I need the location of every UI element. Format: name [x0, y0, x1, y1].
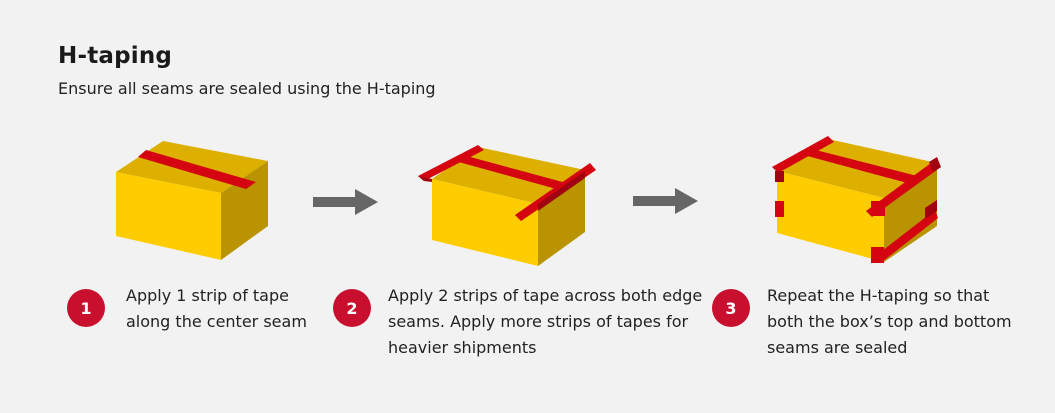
edge-tape-left-overhang — [418, 176, 432, 182]
edge-tape-bottom-back — [925, 200, 937, 219]
step-line: seams are sealed — [767, 338, 908, 357]
arrow-2 — [633, 188, 698, 214]
corner-tape-front-left-bottom — [775, 201, 784, 217]
box-step-1 — [116, 141, 268, 260]
step-line: heavier shipments — [388, 338, 537, 357]
arrow-1 — [313, 189, 378, 215]
page-title: H-taping — [58, 43, 173, 69]
corner-tape-back-right-top — [929, 157, 941, 172]
box-front — [777, 171, 884, 262]
box-side — [884, 163, 937, 262]
center-tape — [455, 155, 570, 190]
edge-tape-bottom-right — [878, 210, 938, 262]
step-description: Repeat the H-taping so that both the box… — [767, 283, 1027, 361]
center-tape — [138, 150, 256, 189]
step-line: Apply 1 strip of tape — [126, 286, 289, 305]
box-front — [432, 179, 538, 266]
corner-tape-front-right-top — [871, 201, 885, 216]
step-number-badge: 3 — [712, 289, 750, 327]
step-line: both the box’s top and bottom — [767, 312, 1012, 331]
box-front — [116, 172, 221, 260]
box-side — [538, 170, 585, 266]
corner-tape-front-left-top — [775, 171, 784, 182]
box-step-3 — [772, 136, 941, 263]
center-tape — [800, 148, 921, 184]
edge-tape-right-overhang — [538, 171, 585, 211]
step-description: Apply 2 strips of tape across both edge … — [388, 283, 708, 361]
box-step-2 — [418, 145, 596, 266]
step-number-badge: 1 — [67, 289, 105, 327]
box-side — [221, 161, 268, 260]
step-description: Apply 1 strip of tape along the center s… — [126, 283, 346, 335]
edge-tape-left — [418, 145, 484, 181]
step-line: seams. Apply more strips of tapes for — [388, 312, 689, 331]
step-line: Repeat the H-taping so that — [767, 286, 990, 305]
edge-tape-top-left — [772, 136, 834, 173]
step-line: along the center seam — [126, 312, 307, 331]
page-subtitle: Ensure all seams are sealed using the H-… — [58, 79, 436, 98]
step-line: Apply 2 strips of tape across both edge — [388, 286, 703, 305]
step-number-badge: 2 — [333, 289, 371, 327]
